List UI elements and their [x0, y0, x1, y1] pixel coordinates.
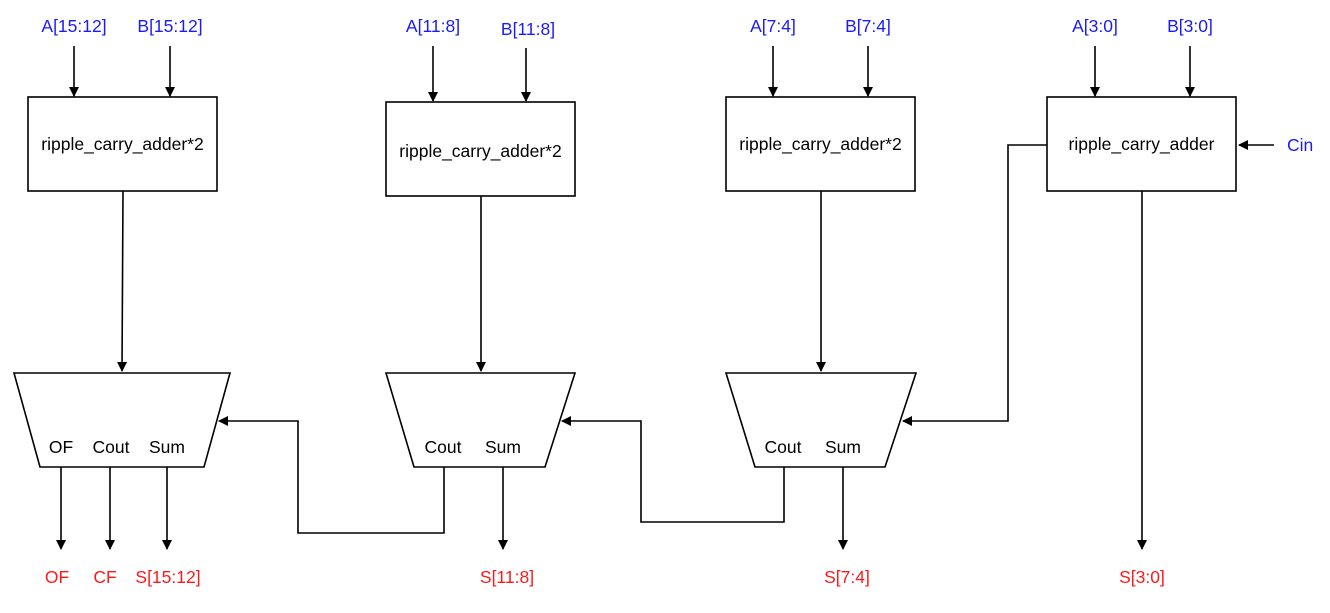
wire-cout-3-0-to-mux-7-4	[902, 144, 1047, 426]
input-label-b-3-0: B[3:0]	[1167, 16, 1213, 36]
output-label-s-15-12: S[15:12]	[135, 567, 200, 587]
mux-11-8-port-sum: Sum	[485, 437, 521, 457]
adder-label-11-8: ripple_carry_adder*2	[399, 141, 561, 162]
mux-7-4: Cout Sum	[724, 372, 918, 468]
adder-block-3-0: ripple_carry_adder	[1046, 96, 1237, 192]
input-label-b-11-8: B[11:8]	[501, 19, 555, 39]
mux-15-12-port-sum: Sum	[149, 437, 185, 457]
output-label-of: OF	[45, 567, 69, 587]
wire-cout-7-4-to-mux-11-8	[561, 416, 785, 523]
input-label-a-11-8: A[11:8]	[406, 16, 460, 36]
output-label-s-7-4: S[7:4]	[824, 567, 870, 587]
input-label-b-7-4: B[7:4]	[845, 16, 891, 36]
wire-adder-15-12-to-mux	[117, 190, 128, 372]
input-label-cin: Cin	[1287, 135, 1313, 155]
adder-block-11-8: ripple_carry_adder*2	[385, 101, 576, 197]
adder-label-15-12: ripple_carry_adder*2	[41, 134, 203, 155]
mux-7-4-port-sum: Sum	[825, 437, 861, 457]
input-label-a-15-12: A[15:12]	[41, 16, 106, 36]
input-label-a-3-0: A[3:0]	[1072, 16, 1118, 36]
adder-label-3-0: ripple_carry_adder	[1069, 134, 1215, 155]
mux-15-12-port-of: OF	[49, 437, 73, 457]
input-label-b-15-12: B[15:12]	[137, 16, 202, 36]
adder-block-7-4: ripple_carry_adder*2	[725, 96, 916, 192]
mux-11-8: Cout Sum	[384, 372, 577, 468]
mux-15-12-port-cout: Cout	[93, 437, 130, 457]
output-label-cf: CF	[93, 567, 116, 587]
adder-label-7-4: ripple_carry_adder*2	[739, 134, 901, 155]
wire-cout-11-8-to-mux-15-12	[218, 416, 445, 534]
output-label-s-11-8: S[11:8]	[480, 567, 534, 587]
input-label-a-7-4: A[7:4]	[750, 16, 796, 36]
output-label-s-3-0: S[3:0]	[1119, 567, 1165, 587]
adder-block-15-12: ripple_carry_adder*2	[27, 96, 218, 192]
mux-11-8-port-cout: Cout	[425, 437, 462, 457]
mux-15-12: OF Cout Sum	[12, 372, 232, 468]
mux-7-4-port-cout: Cout	[765, 437, 802, 457]
